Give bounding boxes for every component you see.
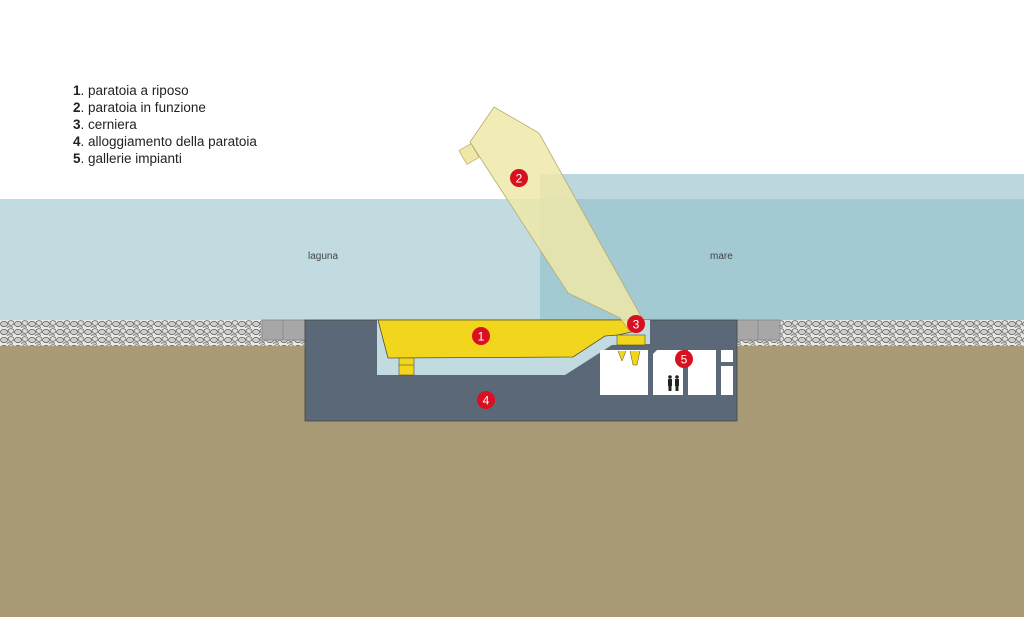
lagoon-water [0,199,540,322]
legend-item: 3. cerniera [73,117,137,132]
legend: 1. paratoia a riposo 2. paratoia in funz… [73,82,257,167]
svg-text:5: 5 [681,353,688,367]
rubble-right [737,320,1024,346]
svg-text:2: 2 [516,172,523,186]
legend-item: 5. gallerie impianti [73,151,182,166]
concrete-block-right [736,319,781,341]
legend-item: 1. paratoia a riposo [73,83,189,98]
gallery-room [721,366,733,395]
marker-2: 2 [510,169,528,187]
svg-text:4: 4 [483,394,490,408]
lagoon-label: laguna [308,251,339,262]
sea-label: mare [710,251,733,262]
sea-water-surge [540,174,1024,199]
concrete-block-left [261,319,306,341]
marker-4: 4 [477,391,495,409]
people-figures-icon [668,375,679,391]
gallery-room [721,350,733,362]
marker-5: 5 [675,350,693,368]
marker-1: 1 [472,327,490,345]
svg-text:3: 3 [633,318,640,332]
hinge-base [616,334,646,346]
gate-in-operation [458,106,643,333]
legend-item: 4. alloggiamento della paratoia [73,134,257,149]
svg-text:1: 1 [478,330,485,344]
gallery-room [600,350,648,395]
marker-3: 3 [627,315,645,333]
rubble-left [0,320,305,346]
gate-support [398,357,415,376]
legend-item: 2. paratoia in funzione [73,100,206,115]
